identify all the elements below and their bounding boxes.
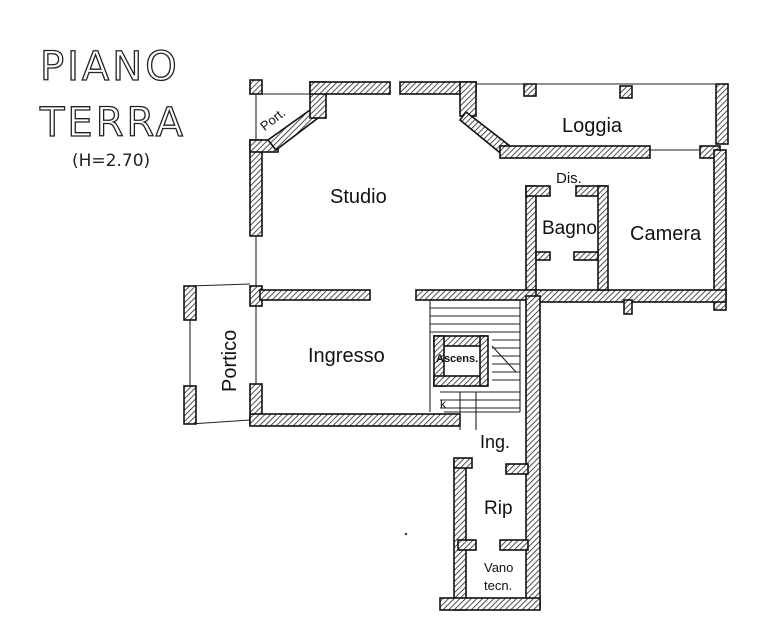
label-portico: Portico — [219, 330, 241, 392]
room-labels: Port. Loggia Studio Dis. Bagno Camera Po… — [219, 105, 702, 593]
wall-stub — [623, 299, 633, 315]
stair-arrow: k — [440, 397, 447, 411]
wall-studio-south — [259, 289, 371, 301]
wall-core-east — [525, 295, 541, 609]
label-studio: Studio — [330, 186, 387, 208]
wall-service-south — [439, 597, 541, 611]
label-bagno: Bagno — [542, 218, 597, 239]
label-camera: Camera — [630, 223, 702, 245]
title-line-1: PIANO — [40, 44, 180, 90]
speck — [404, 532, 408, 536]
wall-post — [249, 79, 263, 95]
label-ingresso: Ingresso — [308, 345, 385, 367]
portico-post-north — [183, 285, 197, 321]
loggia-post-2 — [619, 85, 633, 99]
wall-vano-north-right — [499, 539, 529, 551]
thin-lines — [189, 83, 722, 536]
wall-vano-north-left — [457, 539, 477, 551]
loggia-post-3 — [715, 83, 729, 145]
staircase — [429, 300, 521, 430]
wall-rip-north-right — [505, 463, 529, 475]
wall-ingresso-south — [249, 413, 461, 427]
wall-ingresso-north — [415, 289, 537, 301]
wall-elevator-bottom — [433, 375, 487, 387]
wall-bagno-east — [597, 185, 609, 291]
wall-loggia-south — [499, 145, 651, 159]
wall-bagno-door-right — [573, 251, 599, 261]
walls — [183, 79, 729, 611]
label-tecn: tecn. — [484, 578, 512, 593]
label-vano: Vano — [484, 560, 513, 575]
ceiling-height: (H=2.70) — [72, 151, 150, 171]
wall-elevator-east — [479, 335, 489, 387]
wall-studio-north-1 — [309, 81, 391, 95]
label-rip: Rip — [484, 498, 513, 519]
loggia-post-1 — [523, 83, 537, 97]
wall-rip-north-left — [453, 457, 473, 469]
wall-service-west — [453, 459, 467, 611]
wall-bagno-west — [525, 185, 537, 291]
portico-outline-top — [189, 283, 251, 287]
label-ing: Ing. — [480, 432, 510, 452]
wall-bagno-north-1 — [525, 185, 551, 197]
title-line-2: TERRA — [39, 100, 186, 146]
portico-post-south — [183, 385, 197, 425]
label-dis: Dis. — [556, 170, 582, 187]
label-ascens: Ascens. — [436, 353, 478, 365]
wall-studio-west — [249, 139, 263, 237]
plan-title: PIANO TERRA (H=2.70) — [38, 43, 186, 171]
portico-outline-bottom — [189, 419, 251, 425]
label-loggia: Loggia — [562, 115, 623, 137]
wall-camera-east — [713, 149, 727, 311]
wall-bagno-door-left — [535, 251, 551, 261]
wall-studio-ne-pier — [459, 81, 477, 117]
